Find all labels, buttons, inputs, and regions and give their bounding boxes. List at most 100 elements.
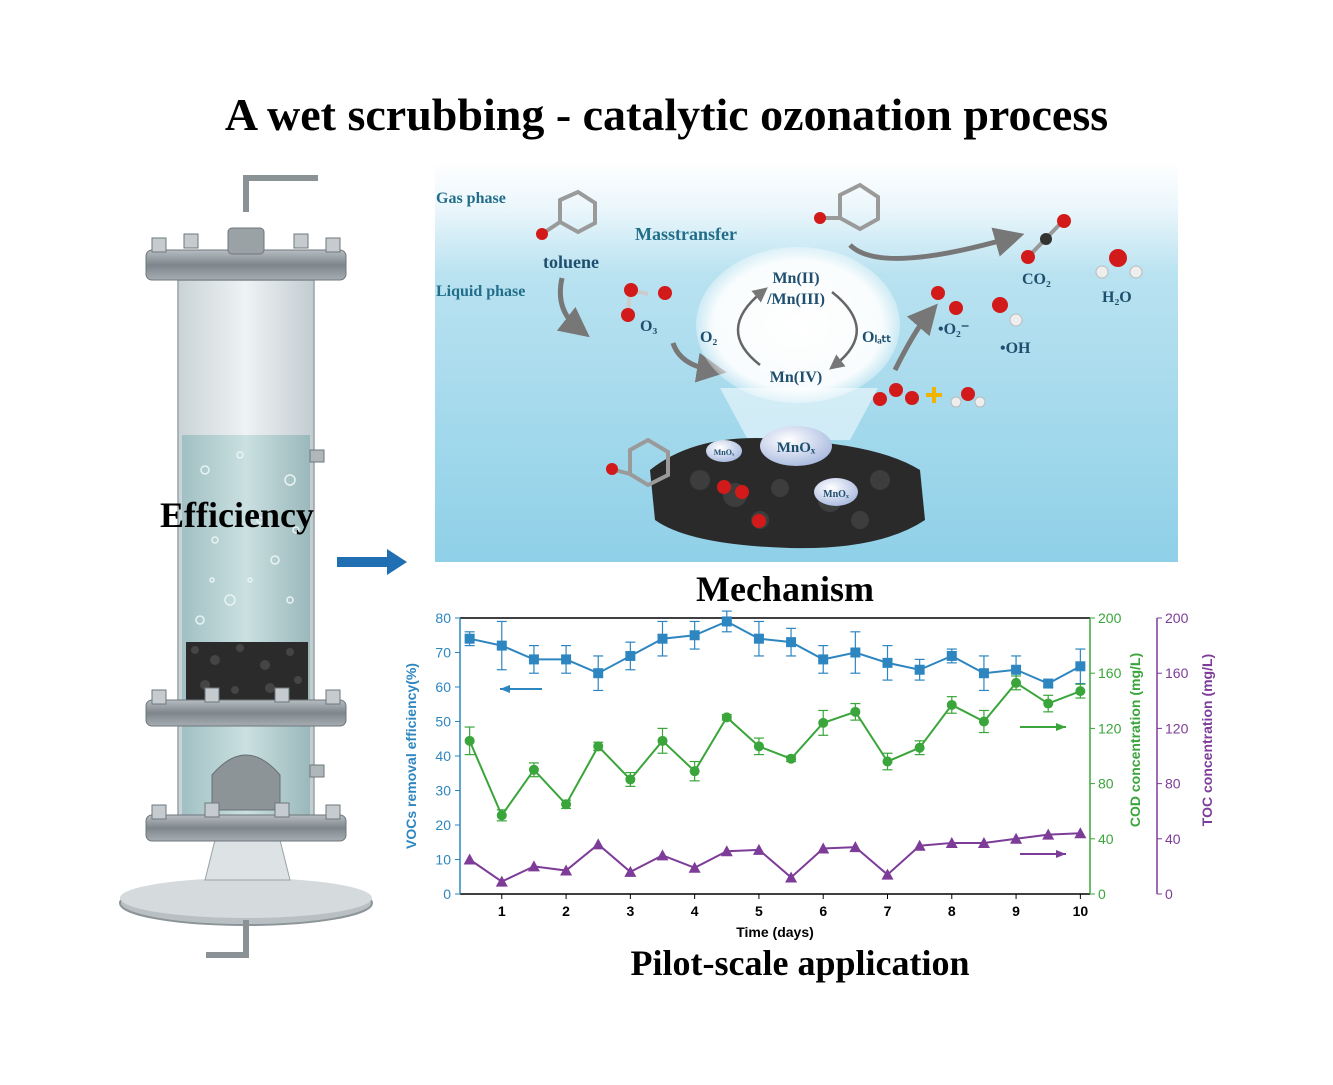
side-port [309, 449, 325, 463]
data-point-triangle [463, 853, 476, 865]
series-line-circle [468, 681, 1081, 818]
data-point-triangle [592, 838, 605, 850]
left-axis-title: VOCs removal efficiency(%) [403, 663, 419, 849]
data-point-square [689, 630, 700, 641]
data-point-triangle [945, 836, 958, 848]
hydroxyl-label: •OH [1000, 340, 1031, 357]
data-point-triangle [527, 860, 540, 872]
cod-tick-label: 120 [1098, 720, 1122, 736]
inlet-pipe [243, 175, 318, 212]
mnox-particle-small [814, 478, 858, 506]
data-point-circle [1011, 677, 1022, 688]
data-point-square [1075, 661, 1086, 672]
data-point-triangle [624, 865, 637, 877]
x-tick-label: 8 [948, 903, 956, 919]
data-point-square [561, 654, 572, 665]
data-point-triangle [688, 861, 701, 873]
data-point-square [657, 633, 668, 644]
data-point-square [625, 650, 636, 661]
data-point-circle [1075, 686, 1086, 697]
x-tick-label: 7 [884, 903, 892, 919]
left-tick-label: 50 [435, 714, 451, 730]
data-point-square [496, 640, 507, 651]
data-point-circle [1043, 698, 1054, 709]
toc-axis-title: TOC concentration (mg/L) [1199, 654, 1215, 826]
left-tick-label: 80 [435, 610, 451, 626]
data-point-triangle [1010, 832, 1023, 844]
flow-arrow [337, 549, 407, 575]
o2-label: O₂ [700, 329, 717, 346]
data-point-triangle [560, 864, 573, 876]
catalytic-cycle-cloud [696, 247, 900, 403]
data-point-square [1011, 664, 1022, 675]
co2-label: CO₂ [1022, 271, 1051, 288]
h2o-label: H₂O [1102, 289, 1132, 306]
data-point-square [464, 633, 475, 644]
toc-axis-indicator-head [1056, 850, 1066, 858]
left-tick-label: 40 [435, 748, 451, 764]
data-point-triangle [1042, 828, 1055, 840]
left-tick-label: 30 [435, 783, 451, 799]
data-point-triangle [849, 841, 862, 853]
bottom-cone [204, 839, 291, 881]
cod-tick-label: 0 [1098, 886, 1106, 902]
data-point-square [914, 664, 925, 675]
x-tick-label: 9 [1012, 903, 1020, 919]
middle-flange [145, 699, 347, 727]
left-tick-label: 20 [435, 817, 451, 833]
toc-tick-label: 80 [1165, 776, 1181, 792]
toc-tick-label: 120 [1165, 720, 1189, 736]
mnox-particle-small [706, 440, 742, 462]
h2o-molecule [1095, 249, 1143, 279]
co2-molecule [1021, 214, 1071, 264]
top-fitting [227, 227, 265, 255]
mechanism-panel: Gas phase Liquid phase Masstransfer tolu… [435, 162, 1178, 562]
data-point-square [1043, 678, 1054, 689]
x-tick-label: 6 [819, 903, 827, 919]
data-point-triangle [752, 843, 765, 855]
data-point-square [946, 650, 957, 661]
data-point-triangle [1074, 827, 1087, 839]
cod-axis-title: COD concentration (mg/L) [1127, 653, 1143, 827]
masstransfer-label: Masstransfer [635, 224, 737, 244]
hydroxyl-molecule [992, 297, 1023, 327]
cod-axis-indicator-head [1056, 723, 1066, 731]
series-line-triangle [469, 832, 1081, 883]
series-line-square [469, 620, 1081, 685]
data-point-triangle [720, 845, 733, 857]
superoxide-molecule [931, 286, 963, 315]
mn-iv-label: Mn(IV) [770, 369, 822, 386]
cod-tick-label: 160 [1098, 665, 1122, 681]
main-title: A wet scrubbing - catalytic ozonation pr… [224, 89, 1109, 140]
cycle-arrow-right [829, 291, 858, 370]
data-point-circle [657, 735, 668, 746]
data-point-square [850, 647, 861, 658]
mnox-small2-label: MnOₓ [823, 489, 849, 500]
data-point-circle [721, 712, 732, 723]
data-point-circle [496, 810, 507, 821]
data-point-circle [528, 764, 539, 775]
data-point-circle [689, 766, 700, 777]
toluene-molecule [543, 189, 597, 235]
data-point-square [528, 654, 539, 665]
reactor-illustration [119, 175, 373, 958]
cod-tick-label: 80 [1098, 776, 1114, 792]
data-point-triangle [656, 849, 669, 861]
data-point-square [818, 654, 829, 665]
pilot-scale-label: Pilot-scale application [630, 943, 970, 983]
left-tick-label: 0 [443, 886, 451, 902]
cod-tick-label: 200 [1098, 610, 1122, 626]
liquid-phase-label: Liquid phase [436, 283, 525, 300]
gas-diffuser [211, 754, 281, 811]
adsorbed-ozone [717, 480, 766, 528]
efficiency-label: Efficiency [160, 495, 314, 535]
data-point-circle [978, 716, 989, 727]
mnox-main-label: MnOₓ [777, 440, 816, 456]
data-point-circle [946, 699, 957, 710]
olatt-label: Oₗₐₜₜ [862, 329, 891, 346]
data-point-square [593, 668, 604, 679]
left-tick-label: 60 [435, 679, 451, 695]
data-point-circle [850, 706, 861, 717]
